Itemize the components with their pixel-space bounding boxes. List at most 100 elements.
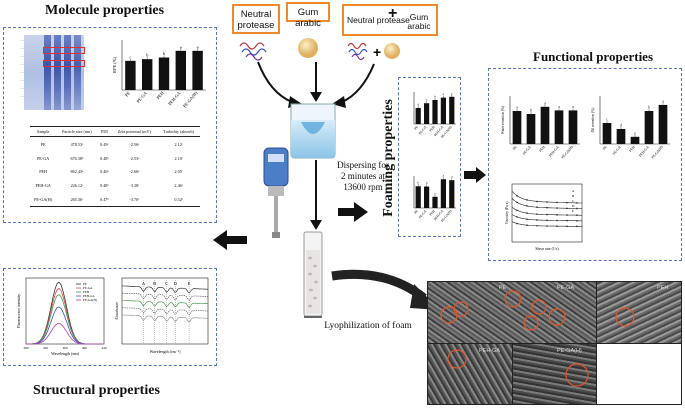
foaming-panel xyxy=(398,77,461,237)
table-header: PDI xyxy=(97,125,112,138)
data-point xyxy=(566,207,568,210)
axis-label: Shear rate (1/s) xyxy=(535,247,559,251)
table-cell: 226.12ᶜ xyxy=(70,183,84,189)
tick-label: PE-GA(H) xyxy=(651,144,665,159)
spectrum-line xyxy=(121,307,209,316)
band-label: C xyxy=(165,281,168,286)
data-point xyxy=(576,207,578,210)
legend-entry: E xyxy=(572,209,574,213)
bar xyxy=(602,123,612,144)
significance-letter: a xyxy=(451,175,453,179)
tick-label: PE-GA xyxy=(418,209,428,220)
tick-label: PEH-GA xyxy=(638,145,650,158)
table-header: Zeta potential (mV) xyxy=(111,125,158,138)
table-cell: -2.66ᵃ xyxy=(129,169,140,175)
legend-entry: PEH xyxy=(83,290,90,294)
axis-label: Wavelength (nm) xyxy=(51,351,79,356)
legend-entry: C xyxy=(572,199,575,203)
bar xyxy=(540,106,550,144)
sem-image-peh xyxy=(597,282,681,343)
sem-grid: PE PE-GA PEH PEH-GA PE-GA(H) xyxy=(427,281,682,405)
data-point xyxy=(566,225,568,228)
molecule-table: Sample Particle size (nm) PDI Zeta poten… xyxy=(30,125,200,208)
legend-entry: B xyxy=(572,194,575,198)
arrow-down-icon xyxy=(310,160,322,230)
significance-letter: a xyxy=(544,101,546,105)
table-header: Turbidity (absorb) xyxy=(157,125,200,138)
beaker-icon xyxy=(290,103,336,159)
significance-letter: e xyxy=(634,131,636,135)
spectrum-line xyxy=(26,281,104,345)
sem-label: PEH-GA xyxy=(479,348,501,354)
combo-left-label: Neutral protease xyxy=(347,15,410,25)
tick-label: PE xyxy=(124,90,131,97)
sem-pore-circle xyxy=(447,349,467,369)
table-cell: 2.46ᵃ xyxy=(174,183,183,189)
data-point xyxy=(536,224,538,227)
data-point xyxy=(516,222,518,225)
dispersing-label: Dispersing for 2 minutes at 13600 rpm xyxy=(337,160,389,192)
bar xyxy=(141,59,153,90)
significance-letter: b xyxy=(434,95,436,99)
bar xyxy=(449,96,455,124)
neutral-protease-box: Neutral protease xyxy=(232,4,280,34)
tick-label: 280 xyxy=(23,346,28,350)
bar xyxy=(644,111,654,144)
tick-label: PE-GA(H) xyxy=(561,144,575,159)
tick-label: PEH xyxy=(429,209,437,217)
sem-pore-circle xyxy=(523,315,539,331)
data-point xyxy=(536,213,538,215)
bar xyxy=(440,179,447,208)
data-point xyxy=(516,201,518,204)
lyophilization-label: Lyophilization of foam xyxy=(324,321,412,331)
significance-letter: a xyxy=(451,91,453,95)
significance-letter: a xyxy=(558,105,560,109)
table-cell: 676.38ᵇ xyxy=(70,155,84,161)
tick-label: PE xyxy=(512,144,518,150)
gel-highlight-box xyxy=(43,47,85,54)
table-cell: 0.52ᵇ xyxy=(157,192,200,208)
foaming-title: Foaming properties xyxy=(381,99,396,217)
tick-label: PE-GA xyxy=(136,90,149,104)
bar xyxy=(415,186,421,208)
bar xyxy=(415,108,421,124)
gum-sphere-icon xyxy=(298,38,318,58)
band-label: B xyxy=(153,281,156,286)
spectrum-line xyxy=(122,292,209,301)
tick-label: PE-GA xyxy=(418,125,428,136)
plot-frame xyxy=(25,277,105,345)
data-point xyxy=(516,194,518,197)
band-label: E xyxy=(188,281,191,286)
svg-text:+: + xyxy=(373,44,381,60)
tick-label: PEH xyxy=(155,90,165,100)
data-point xyxy=(576,219,578,222)
bar xyxy=(512,111,522,144)
spectrum-line xyxy=(26,322,104,345)
sem-pore-circle xyxy=(504,290,522,308)
arrow-left-icon xyxy=(213,230,247,250)
tick-label: 400 xyxy=(82,346,87,350)
significance-letter: b xyxy=(146,53,149,58)
data-point xyxy=(526,199,528,201)
axis-label: Water retention (%) xyxy=(501,105,505,134)
data-point xyxy=(556,201,558,204)
sem-label: PE-GA xyxy=(557,285,575,291)
sem-image-pegah xyxy=(513,344,596,404)
protease-squiggle-icon xyxy=(239,42,267,61)
plus-icon: + xyxy=(388,5,398,22)
spectrum-line xyxy=(122,314,209,323)
data-point xyxy=(566,214,568,216)
gel-lane xyxy=(44,35,51,110)
data-point xyxy=(546,201,548,203)
tick-label: PEH-GA xyxy=(433,125,444,138)
legend-entry: PE-GA(H) xyxy=(83,298,97,302)
table-cell: -2.53ᵃ xyxy=(129,155,140,161)
arrow-right-icon xyxy=(338,202,368,222)
data-point xyxy=(576,225,578,228)
data-point xyxy=(526,212,528,214)
